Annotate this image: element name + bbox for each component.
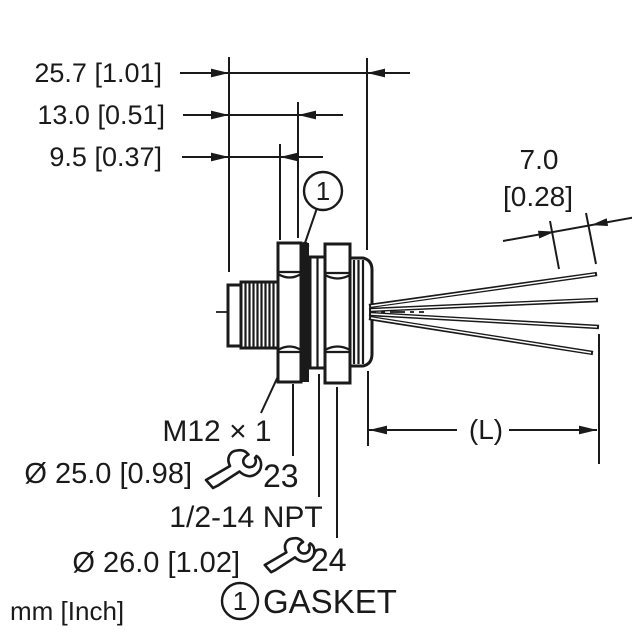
gasket-dot bbox=[300, 241, 310, 251]
wire-1-core bbox=[370, 273, 596, 307]
wire-2-core bbox=[370, 299, 597, 311]
gasket-balloon-number: 1 bbox=[233, 586, 247, 616]
balloon-1-number: 1 bbox=[316, 176, 330, 206]
dim-25-7-label: 25.7 [1.01] bbox=[34, 58, 162, 88]
npt-body bbox=[348, 256, 374, 368]
dim-13-0-label: 13.0 [0.51] bbox=[37, 100, 165, 130]
arrowhead bbox=[367, 68, 385, 78]
wrench-23-icon bbox=[204, 448, 263, 490]
gasket-legend-label: GASKET bbox=[263, 583, 397, 620]
arrowhead bbox=[591, 218, 609, 226]
wires bbox=[368, 271, 600, 356]
m12-thread-lines bbox=[244, 283, 275, 347]
dim-9-5-label: 9.5 [0.37] bbox=[49, 142, 162, 172]
npt-thread-lines bbox=[352, 260, 365, 364]
gasket-callout bbox=[300, 170, 344, 251]
diameter-25-label: Ø 25.0 [0.98] bbox=[24, 458, 192, 490]
arrowhead bbox=[211, 110, 229, 120]
wrench-24-icon bbox=[263, 536, 316, 574]
balloon-1-icon bbox=[302, 170, 344, 212]
gasket-balloon-icon bbox=[220, 581, 260, 621]
strip-tick-left bbox=[549, 220, 560, 270]
thread-m12-label: M12 × 1 bbox=[162, 415, 271, 448]
m12-tip-cap bbox=[226, 283, 243, 348]
dim-line-strip bbox=[502, 216, 632, 242]
arrowhead bbox=[280, 152, 298, 162]
arrowhead bbox=[211, 152, 229, 162]
connector-body bbox=[216, 241, 424, 385]
wrench-size-24-label: 24 bbox=[311, 542, 347, 578]
arrowhead bbox=[298, 110, 316, 120]
strip-tick-right bbox=[585, 212, 597, 265]
arrowhead bbox=[211, 68, 229, 78]
hex-nut-rear-facets bbox=[324, 271, 351, 354]
arrowhead bbox=[538, 230, 555, 239]
arrowhead bbox=[369, 425, 387, 435]
hex-nut-rear bbox=[323, 242, 352, 385]
wire-4-core bbox=[370, 317, 592, 354]
arrowhead bbox=[579, 425, 597, 435]
hex-nut-front bbox=[276, 241, 303, 384]
strip-length-mm-label: 7.0 bbox=[520, 144, 559, 175]
wire-3-core bbox=[370, 313, 598, 328]
diameter-26-label: Ø 26.0 [1.02] bbox=[72, 547, 240, 579]
strip-length-inch-label: [0.28] bbox=[503, 181, 573, 212]
cable-length-label: (L) bbox=[469, 414, 503, 445]
extension-lines bbox=[228, 57, 600, 464]
wrench-size-23-label: 23 bbox=[263, 458, 299, 494]
labels-layer: 25.7 [1.01] 13.0 [0.51] 9.5 [0.37] 7.0 [… bbox=[10, 58, 573, 626]
balloon-leader bbox=[304, 207, 318, 244]
arrowheads bbox=[211, 68, 609, 435]
units-note-label: mm [Inch] bbox=[10, 596, 124, 626]
dimension-lines bbox=[180, 72, 632, 431]
hex-nut-front-facets bbox=[277, 270, 302, 354]
thread-npt-label: 1/2-14 NPT bbox=[169, 501, 322, 534]
gasket-bar bbox=[300, 243, 309, 382]
